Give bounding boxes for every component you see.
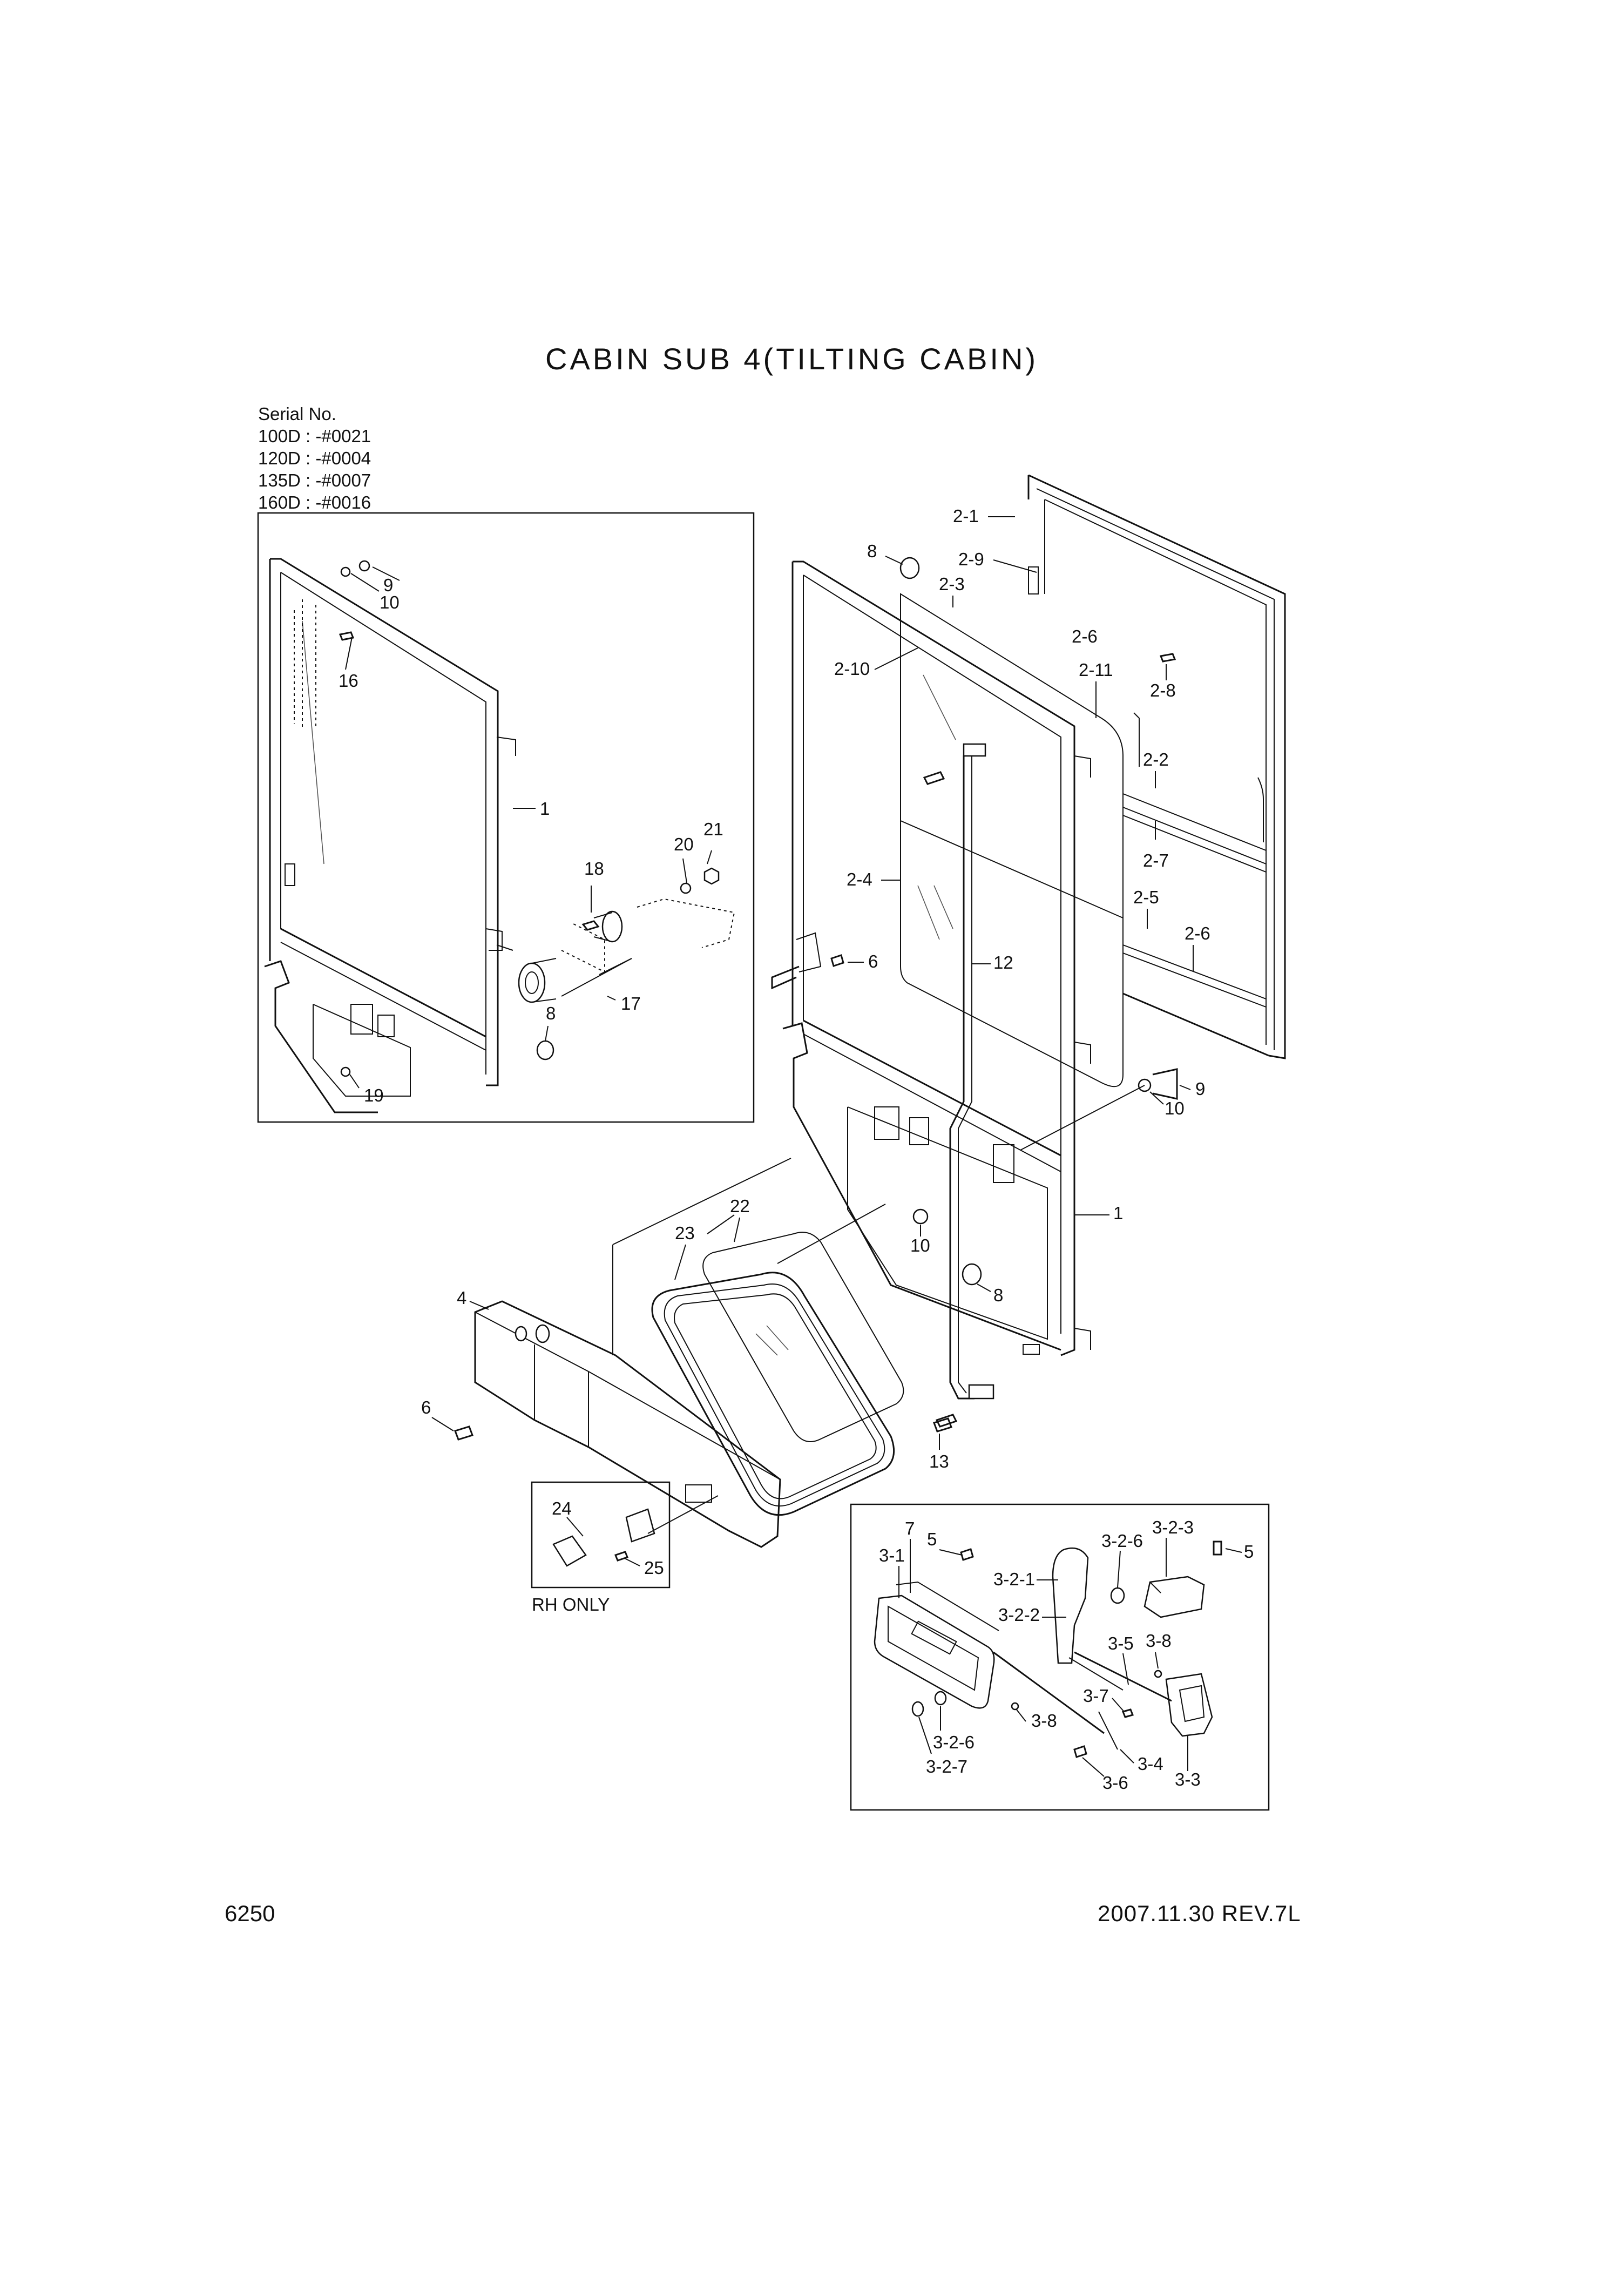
callout: 3-8 bbox=[1146, 1631, 1172, 1651]
callout: 2-9 bbox=[958, 549, 984, 569]
callout: 3-2-6 bbox=[1101, 1531, 1143, 1551]
assembly-leaders bbox=[612, 1085, 1145, 1534]
callout: 12 bbox=[993, 952, 1013, 972]
callout: 19 bbox=[364, 1085, 384, 1105]
inset-lock-assembly bbox=[339, 560, 735, 1077]
callout: 5 bbox=[1244, 1542, 1254, 1562]
callout-labels: 9 10 16 1 21 20 18 17 8 19 2-1 8 2-9 2-3… bbox=[339, 506, 1254, 1793]
glass-panels bbox=[900, 474, 1286, 1087]
inset-door-frame bbox=[264, 558, 516, 1113]
inset-view bbox=[257, 512, 755, 1123]
callout: 16 bbox=[339, 671, 358, 691]
callout-leaders bbox=[431, 516, 1242, 1777]
callout: 18 bbox=[584, 859, 604, 879]
callout: 2-11 bbox=[1079, 660, 1113, 680]
callout: 25 bbox=[644, 1558, 664, 1578]
callout: 2-6 bbox=[1072, 626, 1098, 646]
main-small-parts bbox=[899, 557, 1178, 1286]
callout: 2-5 bbox=[1133, 887, 1159, 907]
callout: 6 bbox=[868, 951, 878, 971]
callout: 3-8 bbox=[1031, 1711, 1057, 1731]
callout: 22 bbox=[730, 1196, 750, 1216]
callout: 2-2 bbox=[1143, 749, 1169, 769]
callout: 3-2-2 bbox=[998, 1605, 1040, 1625]
lower-panel-parts bbox=[454, 1232, 952, 1589]
serial-heading: Serial No. bbox=[258, 404, 336, 424]
callout: 3-1 bbox=[879, 1545, 905, 1565]
callout: 9 bbox=[1195, 1079, 1205, 1099]
callout: 2-4 bbox=[847, 869, 872, 889]
callout: 3-2-1 bbox=[993, 1569, 1035, 1589]
grab-handle-bar bbox=[771, 743, 994, 1428]
callout: 2-8 bbox=[1150, 680, 1176, 700]
callout: 13 bbox=[929, 1451, 949, 1471]
callout: 10 bbox=[1165, 1098, 1185, 1118]
callout: 2-7 bbox=[1143, 850, 1169, 870]
serial-line: 120D : -#0004 bbox=[258, 448, 371, 468]
callout: 20 bbox=[674, 834, 694, 854]
rh-only-label: RH ONLY bbox=[532, 1594, 610, 1614]
callout: 8 bbox=[867, 541, 877, 561]
callout: 3-4 bbox=[1138, 1754, 1163, 1774]
callout: 10 bbox=[910, 1235, 930, 1255]
callout: 2-10 bbox=[834, 659, 870, 679]
callout: 3-2-7 bbox=[926, 1756, 967, 1776]
rh-only-box bbox=[531, 1481, 671, 1589]
page-number: 6250 bbox=[225, 1901, 275, 1926]
serial-line: 160D : -#0016 bbox=[258, 492, 371, 512]
callout: 3-3 bbox=[1175, 1769, 1201, 1789]
main-door-frame bbox=[782, 560, 1091, 1356]
callout: 5 bbox=[927, 1529, 937, 1549]
lock-detail-box bbox=[850, 1503, 1270, 1811]
door-lock-detail bbox=[850, 1503, 1270, 1811]
callout: 3-2-3 bbox=[1152, 1517, 1194, 1537]
callout: 4 bbox=[457, 1288, 466, 1308]
callout: 1 bbox=[540, 799, 550, 819]
serial-line: 135D : -#0007 bbox=[258, 470, 371, 490]
callout: 24 bbox=[552, 1498, 572, 1518]
serial-line: 100D : -#0021 bbox=[258, 426, 371, 446]
revision-date: 2007.11.30 REV.7L bbox=[1098, 1901, 1301, 1926]
callout: 17 bbox=[621, 994, 641, 1013]
callout: 2-1 bbox=[953, 506, 979, 526]
callout: 2-3 bbox=[939, 574, 965, 594]
callout: 8 bbox=[546, 1003, 556, 1023]
callout: 3-6 bbox=[1102, 1773, 1128, 1793]
inset-frame-box bbox=[257, 512, 755, 1123]
callout: 23 bbox=[675, 1223, 695, 1243]
callout: 3-2-6 bbox=[933, 1732, 975, 1752]
callout: 10 bbox=[380, 592, 400, 612]
callout: 8 bbox=[993, 1285, 1003, 1305]
callout: 7 bbox=[905, 1518, 915, 1538]
callout: 2-6 bbox=[1185, 923, 1210, 943]
callout: 1 bbox=[1113, 1203, 1123, 1223]
callout: 3-5 bbox=[1108, 1633, 1134, 1653]
inset-leaders bbox=[345, 566, 712, 1089]
callout: 21 bbox=[703, 819, 723, 839]
serial-number-block: Serial No. 100D : -#0021 120D : -#0004 1… bbox=[258, 403, 371, 513]
callout: 3-7 bbox=[1083, 1686, 1109, 1706]
callout: 6 bbox=[421, 1397, 431, 1417]
callout: 9 bbox=[383, 575, 393, 595]
drawing-title: CABIN SUB 4(TILTING CABIN) bbox=[545, 342, 1039, 376]
